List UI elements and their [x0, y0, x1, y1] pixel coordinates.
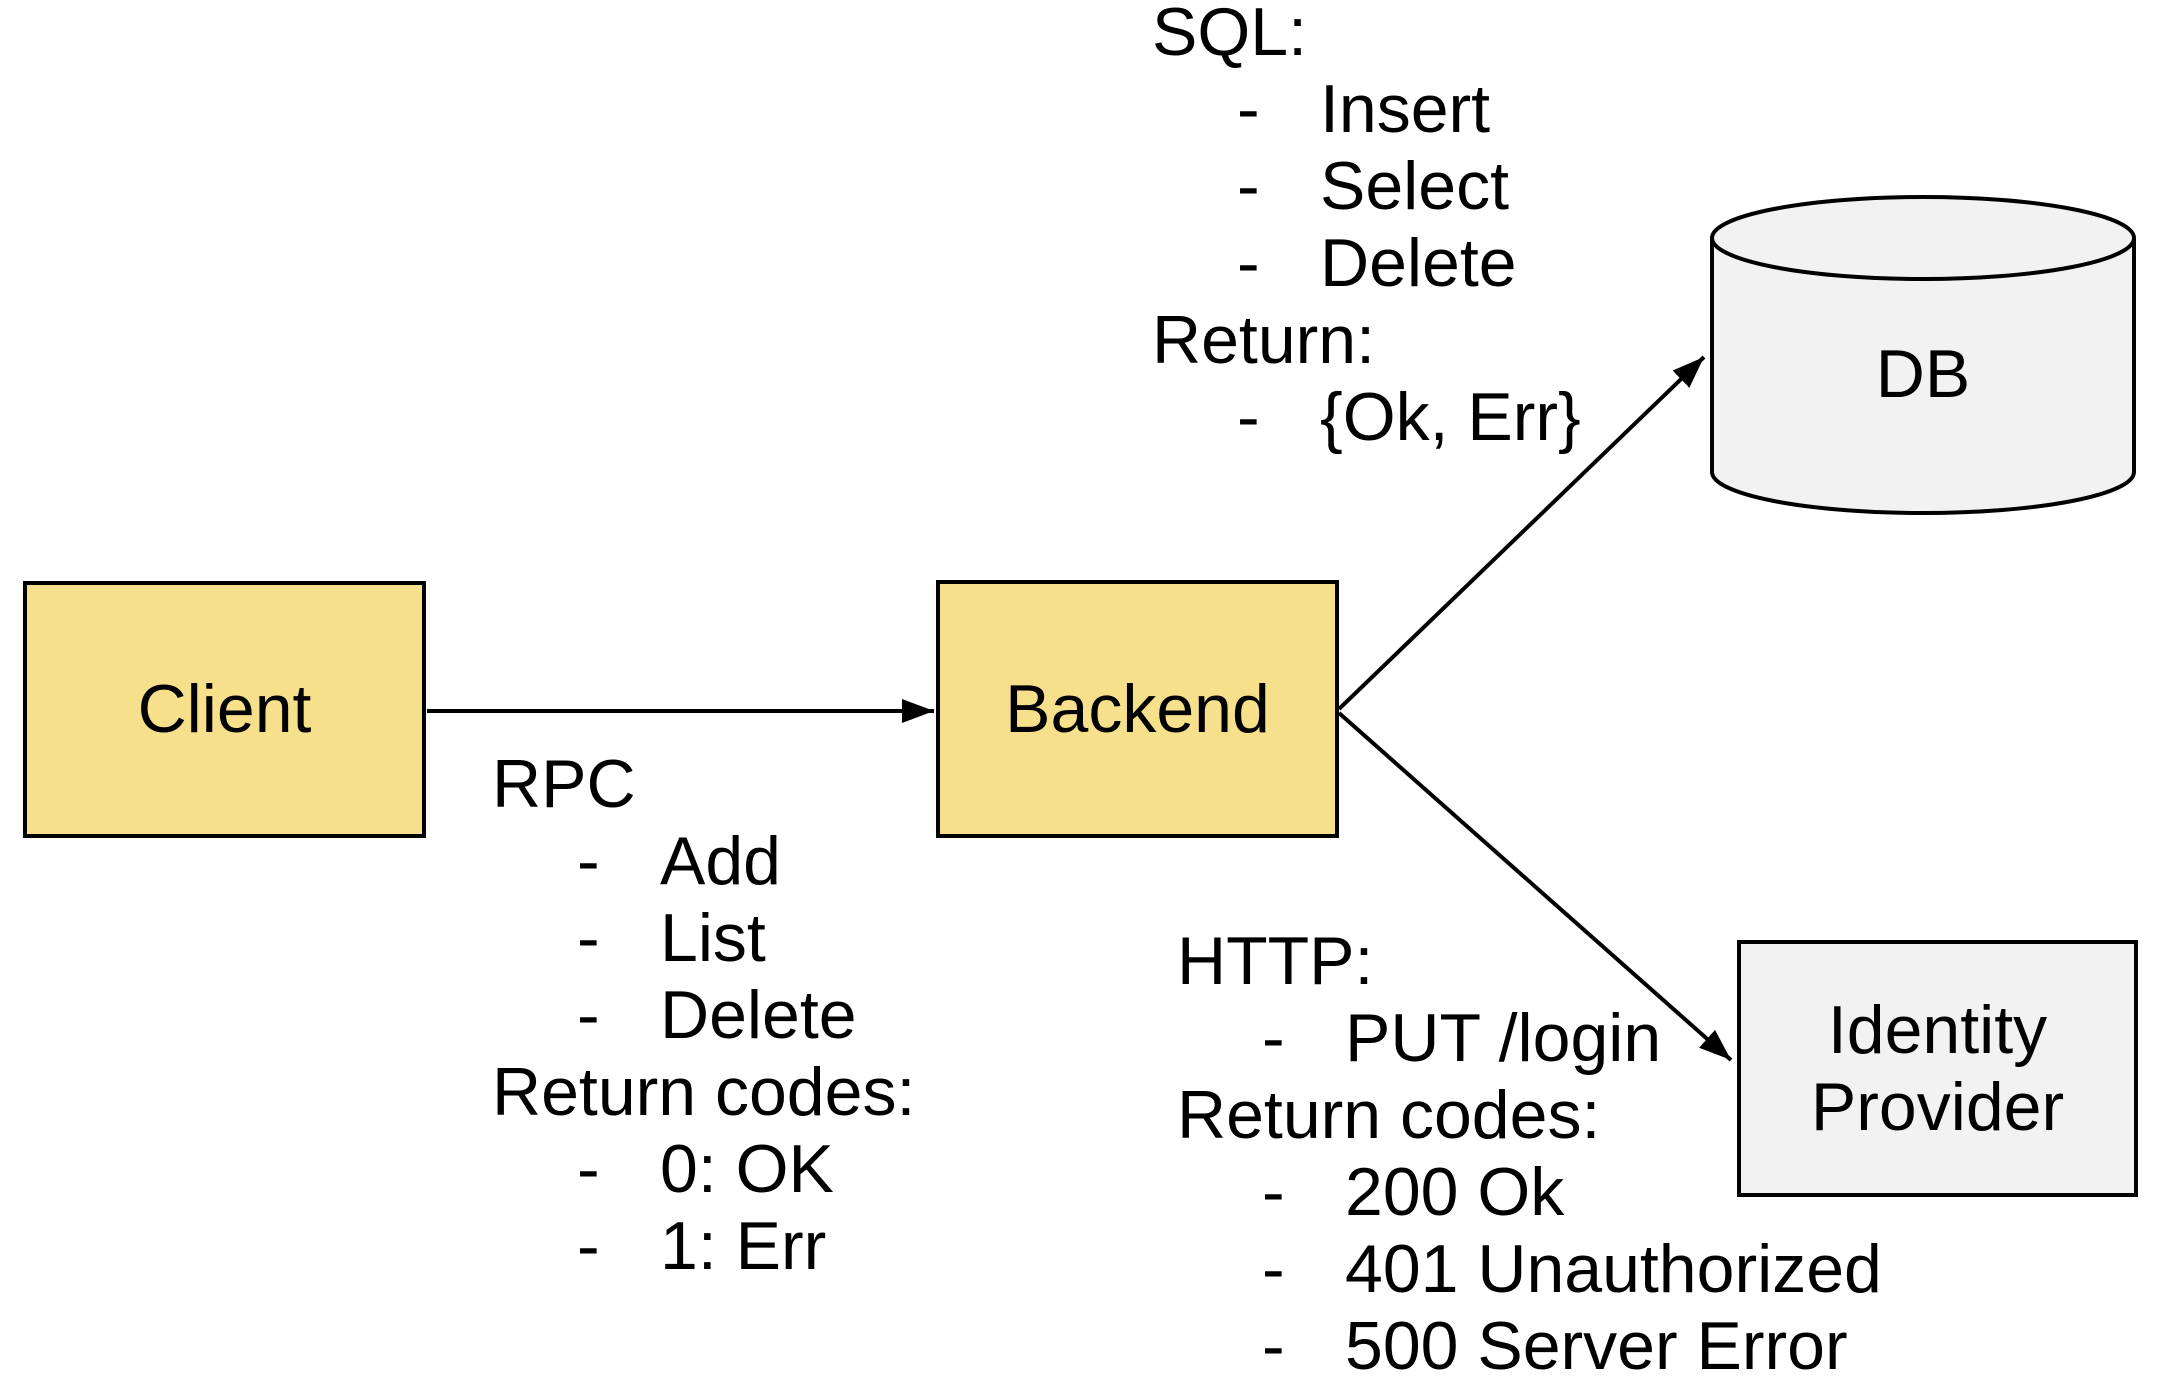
annotation-sql-item: -Insert — [1152, 71, 1581, 148]
annotation-rpc-return-item: -1: Err — [492, 1208, 915, 1285]
bullet-text: Delete — [660, 977, 857, 1053]
annotation-rpc-return-title: Return codes: — [492, 1054, 916, 1130]
bullet-dash: - — [1237, 379, 1260, 455]
annotation-rpc-item: -List — [492, 900, 915, 977]
node-identity-provider: Identity Provider — [1737, 940, 2138, 1197]
bullet-text: Select — [1320, 148, 1509, 224]
bullet-dash: - — [1237, 225, 1260, 301]
bullet-dash: - — [577, 1208, 600, 1284]
bullet-dash: - — [577, 977, 600, 1053]
node-client: Client — [23, 581, 426, 838]
db-cylinder-shape — [1710, 195, 2136, 515]
bullet-dash: - — [577, 823, 600, 899]
bullet-text: PUT /login — [1345, 1000, 1662, 1076]
bullet-dash: - — [1262, 1231, 1285, 1307]
node-db-label: DB — [1875, 336, 1971, 412]
bullet-text: List — [660, 900, 766, 976]
bullet-text: {Ok, Err} — [1320, 379, 1581, 455]
node-backend-label: Backend — [1005, 670, 1270, 747]
annotation-rpc: RPC -Add -List -Delete Return codes: -0:… — [492, 746, 915, 1285]
bullet-text: 401 Unauthorized — [1345, 1231, 1882, 1307]
annotation-http-return-item: -200 Ok — [1177, 1154, 1882, 1231]
annotation-rpc-return-item: -0: OK — [492, 1131, 915, 1208]
node-client-label: Client — [137, 671, 312, 747]
annotation-sql-return-title: Return: — [1152, 302, 1375, 378]
annotation-sql-item: -Select — [1152, 148, 1581, 225]
annotation-sql-title: SQL: — [1152, 0, 1307, 70]
bullet-dash: - — [1262, 1308, 1285, 1384]
annotation-sql-return-item: -{Ok, Err} — [1152, 379, 1581, 456]
annotation-http: HTTP: -PUT /login Return codes: -200 Ok … — [1177, 923, 1882, 1385]
bullet-text: 1: Err — [660, 1208, 827, 1284]
bullet-dash: - — [1237, 71, 1260, 147]
annotation-rpc-title: RPC — [492, 746, 636, 822]
annotation-sql: SQL: -Insert -Select -Delete Return: -{O… — [1152, 0, 1581, 456]
bullet-text: Add — [660, 823, 781, 899]
annotation-http-return-title: Return codes: — [1177, 1077, 1601, 1153]
bullet-text: 200 Ok — [1345, 1154, 1565, 1230]
annotation-http-item: -PUT /login — [1177, 1000, 1882, 1077]
bullet-dash: - — [1262, 1154, 1285, 1230]
annotation-sql-item: -Delete — [1152, 225, 1581, 302]
annotation-http-title: HTTP: — [1177, 923, 1374, 999]
annotation-rpc-item: -Add — [492, 823, 915, 900]
bullet-text: 500 Server Error — [1345, 1308, 1848, 1384]
bullet-dash: - — [1237, 148, 1260, 224]
node-identity-provider-label: Identity Provider — [1810, 991, 2065, 1145]
annotation-rpc-item: -Delete — [492, 977, 915, 1054]
bullet-dash: - — [577, 900, 600, 976]
bullet-dash: - — [577, 1131, 600, 1207]
bullet-text: 0: OK — [660, 1131, 834, 1207]
node-db: DB — [1708, 193, 2138, 518]
bullet-text: Delete — [1320, 225, 1517, 301]
bullet-dash: - — [1262, 1000, 1285, 1076]
node-backend: Backend — [936, 580, 1339, 838]
annotation-http-return-item: -500 Server Error — [1177, 1308, 1882, 1385]
annotation-http-return-item: -401 Unauthorized — [1177, 1231, 1882, 1308]
bullet-text: Insert — [1320, 71, 1491, 147]
